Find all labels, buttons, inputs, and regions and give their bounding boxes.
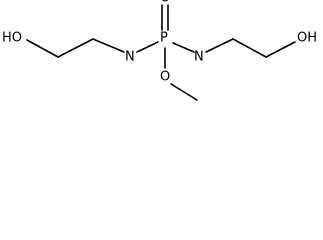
bond-p-n-right [172, 42, 195, 53]
bond-n-right-c3 [205, 38, 234, 53]
atom-o-top: O [160, 0, 170, 6]
bond-n-left-p [136, 41, 159, 53]
atom-n-left: N [125, 50, 135, 65]
chemical-structure-diagram: HO N P O N O OH [2, 0, 317, 101]
atom-p-center: P [160, 31, 168, 46]
atom-o-methoxy: O [160, 70, 170, 85]
atom-oh-right: OH [297, 31, 317, 46]
bond-c2-n-left [92, 38, 125, 53]
atom-ho-left: HO [2, 31, 22, 46]
bond-ho-c1 [26, 39, 59, 58]
bond-c3-c4 [232, 38, 267, 58]
bond-c4-oh [265, 41, 296, 58]
bond-c1-c2 [57, 38, 94, 58]
atom-n-right: N [194, 50, 204, 65]
bond-o-methyl [170, 83, 198, 101]
